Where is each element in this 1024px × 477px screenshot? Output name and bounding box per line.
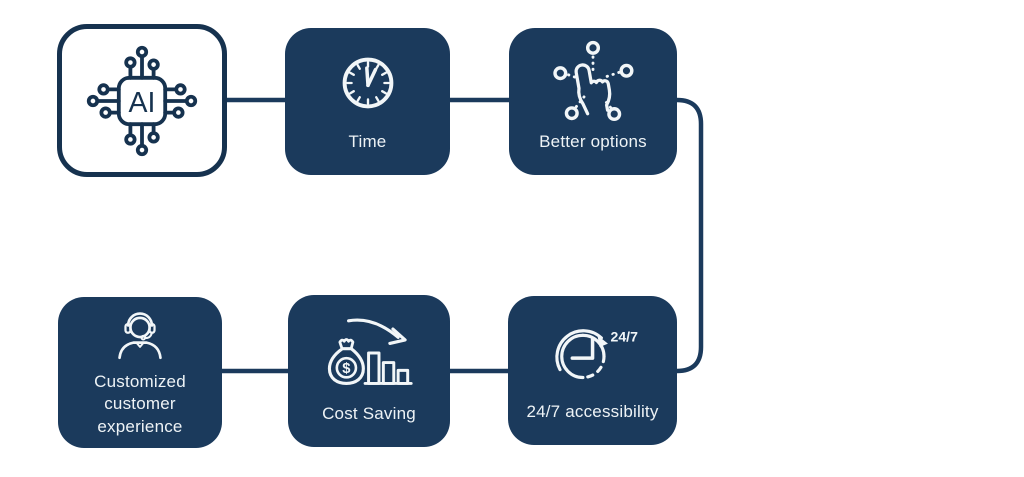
node-label: Better options	[539, 131, 647, 151]
node-better-options: Better options	[509, 28, 677, 175]
node-time: Time	[285, 28, 450, 175]
ai-chip-text: AI	[129, 87, 156, 119]
ai-chip-icon: AI	[84, 43, 200, 159]
node-cost-saving: $ Cost Saving	[288, 295, 450, 447]
clock-247-icon: 24/7	[541, 296, 645, 401]
node-label: 24/7 accessibility	[526, 401, 659, 421]
cost-decrease-icon: $	[319, 295, 419, 403]
hand-pick-options-icon	[544, 28, 642, 131]
support-agent-icon	[106, 297, 174, 371]
node-customized-customer-experience: Customized customer experience	[58, 297, 222, 448]
clock-icon	[329, 28, 407, 131]
dollar-sign-text: $	[342, 361, 350, 377]
node-label: Cost Saving	[322, 403, 416, 423]
badge-247-text: 24/7	[610, 329, 638, 345]
node-label: Time	[348, 131, 387, 151]
node-label: Customized customer experience	[94, 372, 186, 436]
node-ai: AI	[57, 24, 227, 177]
node-accessibility-247: 24/7 24/7 accessibility	[508, 296, 677, 445]
